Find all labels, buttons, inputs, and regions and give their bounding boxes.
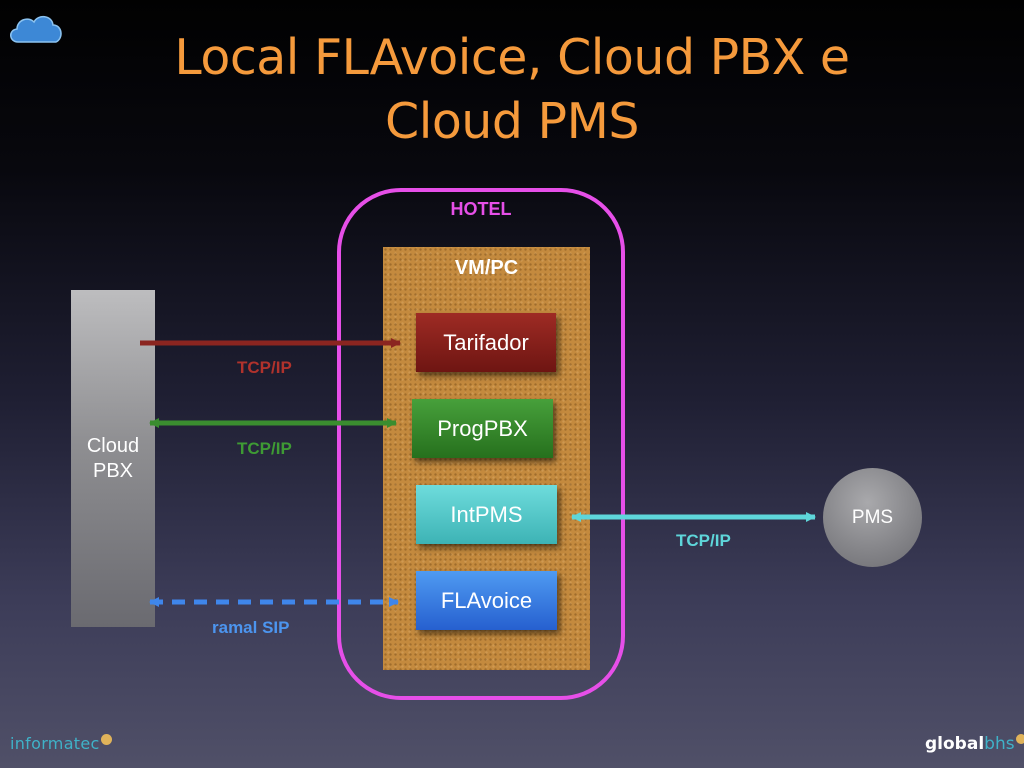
informatec-badge-icon	[100, 734, 112, 745]
vm-pc-label: VM/PC	[454, 257, 519, 279]
intpms-module: IntPMS	[416, 485, 557, 544]
globalbhs-logo: globalbhs	[925, 734, 1024, 754]
intpms-label: IntPMS	[450, 501, 523, 527]
title-line-1: Local FLAvoice, Cloud PBX e	[174, 29, 850, 86]
progpbx-label: ProgPBX	[437, 415, 528, 441]
cloud-pbx-line-2: PBX	[92, 459, 134, 482]
intpms-connection-label: TCP/IP	[676, 531, 731, 550]
title-line-2: Cloud PMS	[385, 93, 639, 150]
slide-title: Local FLAvoice, Cloud PBX e Cloud PMS	[0, 26, 1024, 154]
tarifador-label: Tarifador	[443, 329, 529, 355]
cloud-pbx-line-1: Cloud	[86, 434, 140, 457]
cloud-icon	[10, 16, 62, 43]
pms-label: PMS	[851, 506, 894, 528]
hotel-label: HOTEL	[450, 199, 512, 219]
pms-node: PMS	[823, 468, 922, 567]
informatec-logo-text: informatec	[10, 734, 100, 753]
globalbhs-logo-text-b: bhs	[984, 734, 1015, 754]
flavoice-label: FLAvoice	[440, 587, 533, 613]
tarifador-module: Tarifador	[416, 313, 556, 372]
globalbhs-badge-icon	[1015, 734, 1024, 744]
flavoice-module: FLAvoice	[416, 571, 557, 630]
tarifador-connection-label: TCP/IP	[237, 358, 292, 377]
flavoice-connection-label: ramal SIP	[212, 618, 290, 637]
informatec-logo: informatec	[10, 734, 112, 753]
cloud-pbx-box: Cloud PBX	[71, 290, 155, 627]
progpbx-module: ProgPBX	[412, 399, 553, 458]
globalbhs-logo-text-a: global	[925, 734, 985, 754]
hotel-frame	[337, 188, 625, 700]
progpbx-connection-label: TCP/IP	[237, 439, 292, 458]
